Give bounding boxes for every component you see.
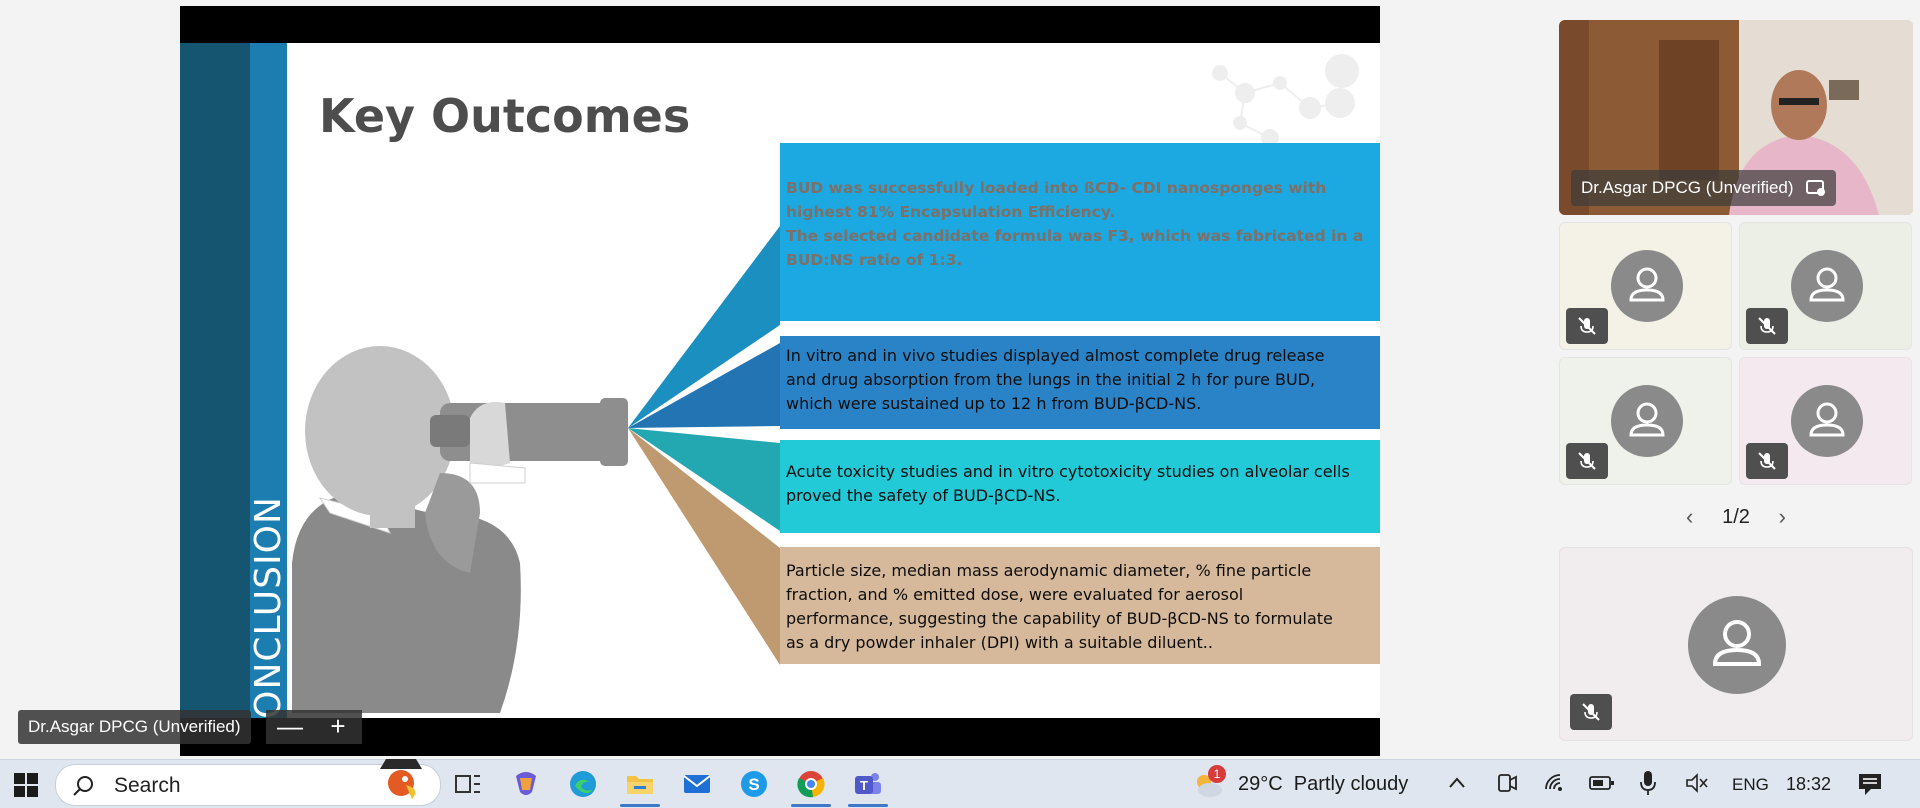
participant-pager: ‹ 1/2 ›: [1686, 500, 1786, 534]
taskbar: Search S T 1 29°C Partly cloudy EN: [0, 759, 1920, 808]
active-app-indicator: [791, 804, 831, 807]
person-icon: [1809, 267, 1845, 302]
svg-text:T: T: [860, 778, 868, 793]
outcome-4-line-1: Particle size, median mass aerodynamic d…: [786, 561, 1312, 580]
speaker-muted-icon[interactable]: [1685, 772, 1709, 794]
participant-video-name-text: Dr.Asgar DPCG (Unverified): [1581, 178, 1794, 197]
microphone-icon[interactable]: [1639, 770, 1657, 796]
outcome-4-line-4: as a dry powder inhaler (DPI) with a sui…: [786, 633, 1213, 652]
avatar: [1791, 250, 1863, 322]
person-icon: [1629, 267, 1665, 302]
chevron-left-icon[interactable]: ‹: [1686, 504, 1694, 529]
person-with-binoculars: [292, 346, 628, 713]
outcome-1-line-1: BUD was successfully loaded into ßCD- CD…: [786, 179, 1327, 197]
muted-microphone-icon: [1566, 308, 1608, 344]
task-view-icon[interactable]: [452, 768, 484, 800]
ray-4: [628, 428, 780, 665]
ray-3: [628, 428, 780, 531]
ray-2: [628, 343, 780, 428]
outcome-box-2: In vitro and in vivo studies displayed a…: [780, 336, 1380, 429]
person-icon: [1629, 402, 1665, 437]
outcome-2-line-3: which were sustained up to 12 h from BUD…: [786, 394, 1202, 413]
chevron-right-icon[interactable]: ›: [1778, 504, 1786, 529]
muted-microphone-icon: [1566, 443, 1608, 479]
ray-1: [628, 226, 780, 428]
muted-microphone-icon: [1570, 694, 1612, 730]
language-indicator[interactable]: ENG: [1732, 775, 1769, 794]
search-icon: [73, 776, 93, 796]
active-app-indicator: [620, 804, 660, 807]
chevron-up-icon[interactable]: [1447, 774, 1467, 792]
weather-text[interactable]: 29°C Partly cloudy: [1238, 773, 1409, 795]
avatar: [1688, 596, 1786, 694]
skype-icon[interactable]: S: [738, 768, 770, 800]
outcome-4-line-2: fraction, and % emitted dose, were evalu…: [786, 585, 1244, 604]
parrot-bird-icon: [380, 759, 422, 799]
person-icon: [1712, 620, 1762, 666]
avatar: [1611, 250, 1683, 322]
notifications-icon[interactable]: [1857, 771, 1883, 797]
participant-tile[interactable]: [1739, 222, 1912, 350]
molecule-decoration: [1212, 54, 1359, 147]
outcome-4-line-3: performance, suggesting the capability o…: [786, 609, 1333, 628]
outcome-1-line-2: highest 81% Encapsulation Efficiency.: [786, 203, 1116, 221]
slide-sidebar-dark: [180, 43, 250, 718]
page-indicator: 1/2: [1722, 505, 1750, 528]
clock[interactable]: 18:32: [1786, 774, 1832, 794]
weather-notification-badge: 1: [1208, 765, 1226, 783]
search-placeholder: Search: [114, 774, 181, 797]
outcome-3-line-2: proved the safety of BUD-βCD-NS.: [786, 486, 1061, 505]
zoom-in-button[interactable]: +: [314, 710, 362, 744]
screen-share-icon: [1805, 180, 1825, 196]
participant-video-name: Dr.Asgar DPCG (Unverified): [1571, 170, 1836, 206]
mail-icon[interactable]: [681, 768, 713, 800]
participant-tile-large[interactable]: [1559, 547, 1913, 741]
svg-text:S: S: [748, 775, 759, 794]
slide-title: Key Outcomes: [319, 89, 691, 143]
participant-tile[interactable]: [1739, 357, 1912, 485]
person-icon: [1809, 402, 1845, 437]
participant-video-tile[interactable]: Dr.Asgar DPCG (Unverified): [1559, 20, 1913, 215]
wifi-icon[interactable]: [1543, 772, 1565, 794]
meet-now-icon[interactable]: [1496, 772, 1518, 794]
muted-microphone-icon: [1746, 308, 1788, 344]
shared-screen: CONCLUSION: [180, 6, 1380, 756]
participant-tile[interactable]: [1559, 357, 1732, 485]
copilot-icon[interactable]: [510, 768, 542, 800]
taskbar-search-box[interactable]: Search: [55, 759, 441, 806]
outcome-1-line-3: The selected candidate formula was F3, w…: [786, 227, 1364, 245]
chrome-icon[interactable]: [795, 768, 827, 800]
participant-tile[interactable]: [1559, 222, 1732, 350]
slide: CONCLUSION: [180, 43, 1380, 718]
battery-icon[interactable]: [1589, 774, 1615, 792]
edge-browser-icon[interactable]: [567, 768, 599, 800]
outcome-2-line-2: and drug absorption from the lungs in th…: [786, 370, 1316, 389]
slide-sidebar-light: [250, 43, 287, 718]
active-app-indicator: [848, 804, 888, 807]
muted-microphone-icon: [1746, 443, 1788, 479]
avatar: [1791, 385, 1863, 457]
outcome-box-1: BUD was successfully loaded into ßCD- CD…: [780, 143, 1380, 321]
outcome-box-3: Acute toxicity studies and in vitro cyto…: [780, 440, 1380, 533]
file-explorer-icon[interactable]: [624, 768, 656, 800]
outcome-3-line-1: Acute toxicity studies and in vitro cyto…: [786, 462, 1350, 481]
presenter-name-tag: Dr.Asgar DPCG (Unverified): [18, 710, 251, 744]
slide-illustration: [292, 54, 1359, 713]
weather-cloudy-icon[interactable]: [1190, 768, 1226, 800]
zoom-out-button[interactable]: —: [266, 710, 314, 744]
outcome-2-line-1: In vitro and in vivo studies displayed a…: [786, 346, 1325, 365]
teams-icon[interactable]: T: [852, 768, 884, 800]
windows-start-icon[interactable]: [14, 773, 38, 797]
outcome-1-line-4: BUD:NS ratio of 1:3.: [786, 251, 963, 269]
avatar: [1611, 385, 1683, 457]
outcome-box-4: Particle size, median mass aerodynamic d…: [780, 547, 1380, 664]
